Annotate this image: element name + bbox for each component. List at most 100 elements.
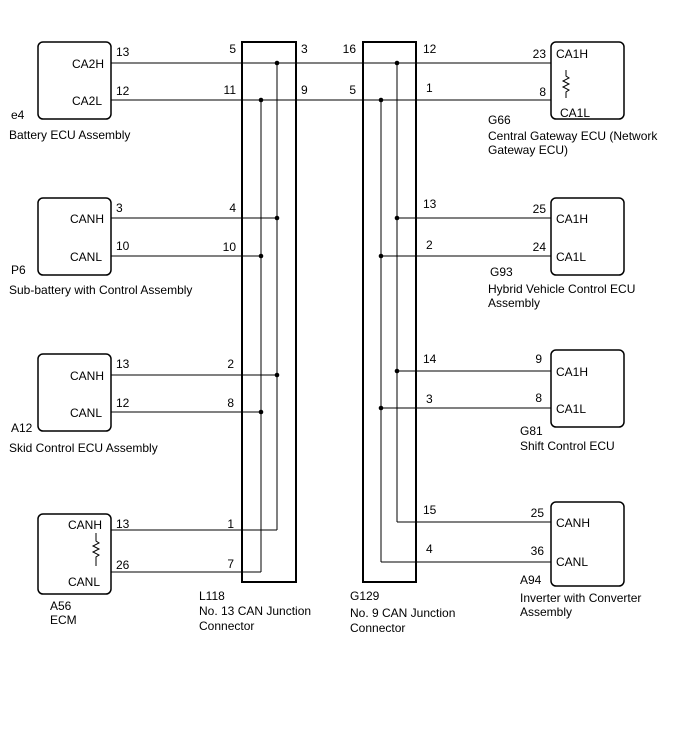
signal-label: CANH (68, 518, 103, 532)
signal-label: CANL (70, 250, 103, 264)
pin-number: 13 (116, 517, 130, 531)
splice-dot (378, 405, 384, 411)
ecu-name: Assembly (488, 296, 541, 310)
ecu-name: Hybrid Vehicle Control ECU (488, 282, 636, 296)
pin-number: 12 (423, 42, 437, 56)
junction-name: No. 9 CAN Junction (350, 606, 456, 620)
signal-label: CA1L (556, 250, 587, 264)
ecu-name: Skid Control ECU Assembly (9, 441, 158, 455)
ecu-code: A12 (11, 421, 33, 435)
junction-code: L118 (199, 589, 225, 603)
pin-number: 25 (530, 506, 544, 520)
ecu-code: A56 (50, 599, 72, 613)
wires (111, 62, 551, 573)
pin-number: 15 (423, 503, 437, 517)
pin-number: 9 (535, 352, 542, 366)
splice-dot (394, 60, 400, 66)
ecu-box-e4 (37, 41, 112, 120)
pin-number: 5 (349, 83, 356, 97)
pin-number: 13 (116, 357, 130, 371)
pin-number: 3 (301, 42, 308, 56)
signal-label: CA2L (72, 94, 103, 108)
junction-name: Connector (199, 619, 255, 633)
splice-dot (394, 215, 400, 221)
ecu-box-a94 (550, 501, 625, 587)
pin-number: 1 (426, 81, 433, 95)
splice-dots (258, 60, 400, 415)
ecu-name: Central Gateway ECU (Network (488, 129, 658, 143)
ecu-box-a56 (37, 513, 112, 595)
ecu-name: ECM (50, 613, 77, 627)
junction-code: G129 (350, 589, 380, 603)
pin-number: 3 (116, 201, 123, 215)
ecu-code: A94 (520, 573, 542, 587)
pin-number: 26 (116, 558, 130, 572)
signal-label: CANH (70, 369, 105, 383)
splice-dot (274, 60, 280, 66)
signal-label: CANL (556, 555, 589, 569)
splice-dot (258, 409, 264, 415)
junction-name: Connector (350, 621, 406, 635)
splice-dot (394, 368, 400, 374)
ecu-name: Inverter with Converter (520, 591, 642, 605)
pin-number: 4 (229, 201, 236, 215)
junction-name: No. 13 CAN Junction (199, 604, 312, 618)
pin-number: 16 (342, 42, 356, 56)
signal-label: CA2H (72, 57, 105, 71)
pin-number: 24 (532, 240, 546, 254)
pin-number: 23 (532, 47, 546, 61)
ecu-box-g81 (550, 349, 625, 428)
pin-number: 1 (227, 517, 234, 531)
ecu-name: Assembly (520, 605, 573, 619)
pin-number: 10 (116, 239, 130, 253)
resistor-icon (91, 533, 101, 566)
splice-dot (378, 97, 384, 103)
pin-number: 25 (532, 202, 546, 216)
junction-box-g129 (362, 41, 417, 583)
signal-label: CANH (556, 516, 591, 530)
ecu-code: P6 (11, 263, 26, 277)
signal-label: CANL (68, 575, 101, 589)
pin-number: 10 (222, 240, 236, 254)
pin-number: 12 (116, 84, 130, 98)
ecu-code: G93 (490, 265, 513, 279)
pin-number: 2 (227, 357, 234, 371)
pin-number: 4 (426, 542, 433, 556)
signal-label: CA1L (560, 106, 591, 120)
signal-label: CANH (70, 212, 105, 226)
pin-number: 11 (223, 83, 236, 97)
ecu-name: Battery ECU Assembly (9, 128, 131, 142)
pin-number: 13 (116, 45, 130, 59)
splice-dot (378, 253, 384, 259)
signal-label: CA1H (556, 47, 589, 61)
pin-number: 5 (229, 42, 236, 56)
pin-number: 14 (423, 352, 437, 366)
pin-number: 8 (539, 85, 546, 99)
pin-number: 13 (423, 197, 437, 211)
pin-number: 8 (227, 396, 234, 410)
signal-label: CANL (70, 406, 103, 420)
resistor-icon (561, 70, 571, 98)
pin-number: 2 (426, 238, 433, 252)
signal-label: CA1L (556, 402, 587, 416)
pin-number: 36 (530, 544, 544, 558)
ecu-code: G66 (488, 113, 511, 127)
ecu-name: Shift Control ECU (520, 439, 615, 453)
ecu-box-g66 (550, 41, 625, 120)
pin-number: 12 (116, 396, 130, 410)
ecu-box-g93 (550, 197, 625, 276)
ecu-name: Sub-battery with Control Assembly (9, 283, 193, 297)
ecu-name: Gateway ECU) (488, 143, 569, 157)
splice-dot (258, 97, 264, 103)
ecu-box-p6 (37, 197, 112, 276)
signal-label: CA1H (556, 212, 589, 226)
junction-box-l118 (241, 41, 297, 583)
pin-number: 9 (301, 83, 308, 97)
pin-number: 7 (227, 557, 234, 571)
splice-dot (258, 253, 264, 259)
ecu-code: e4 (11, 108, 25, 122)
signal-label: CA1H (556, 365, 589, 379)
ecu-box-a12 (37, 353, 112, 432)
ecu-code: G81 (520, 424, 543, 438)
